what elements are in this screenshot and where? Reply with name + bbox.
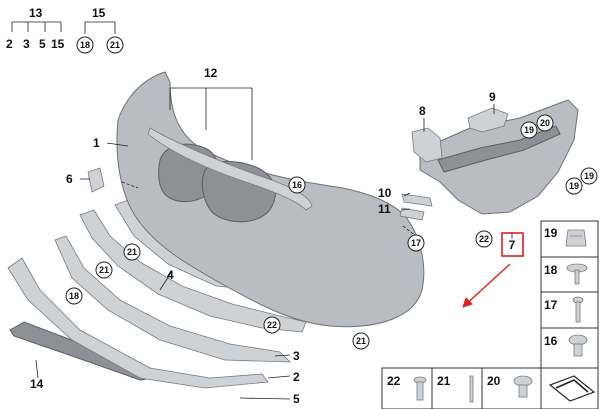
circled-callouts: 16 17 18 19 19 19 20 21 [65,114,598,350]
callout-19-circle: 19 [580,167,598,185]
hardware-20-label: 20 [487,374,501,388]
highlighted-callout-7: 7 [462,232,524,308]
callout-19-circle: 19 [520,121,538,139]
callout-3: 3 [293,349,300,363]
group-15-number: 15 [92,6,106,20]
callout-5: 5 [293,392,300,406]
group-15-member: 18 [80,40,90,50]
svg-text:19: 19 [524,125,534,135]
svg-text:19: 19 [569,181,579,191]
stud-icon [469,375,474,403]
catalog-symbol-stroke-icon [555,379,589,393]
callout-20-circle: 20 [536,114,554,132]
group-13-number: 13 [29,6,43,20]
clip-nut-icon [565,229,587,247]
group-13-member: 15 [51,37,65,51]
callout-18-circle: 18 [65,287,83,305]
callout-circle [106,36,124,54]
group-13-legend: 13 2 3 5 15 [6,6,65,51]
hardware-panel-column: 19 18 17 16 [540,220,599,370]
callout-17-circle: 17 [407,234,425,252]
grommet-icon [513,375,533,387]
hardware-17-label: 17 [544,298,558,312]
callout-circle [76,36,94,54]
group-13-member: 3 [23,37,30,51]
trim-strip-2 [54,235,291,363]
callout-7: 7 [509,238,516,252]
callout-11: 11 [378,202,391,216]
callout-22-circle: 22 [263,316,281,334]
bracket-9 [467,107,509,133]
screw-shank-icon [574,269,580,285]
callout-12: 12 [204,66,218,80]
bumper-upper-edge [147,127,313,211]
callout-10: 10 [378,186,392,200]
hardware-panel-row: 22 21 20 [381,367,599,409]
svg-text:21: 21 [127,247,137,257]
hardware-21-label: 21 [437,374,451,388]
hardware-16-label: 16 [544,334,558,348]
callout-6: 6 [66,172,73,186]
bracket-8 [411,127,443,163]
callout-21-circle: 21 [123,243,141,261]
expanding-rivet-icon [568,334,588,346]
callout-19-circle: 19 [565,177,583,195]
clip-6 [87,167,105,193]
bracket-11 [399,207,425,221]
callout-1: 1 [93,136,100,150]
push-pin-body-icon [416,381,424,401]
callout-21-circle: 21 [352,332,370,350]
svg-text:21: 21 [99,265,109,275]
trim-strip-5 [7,257,269,389]
group-15-member: 21 [110,40,120,50]
callout-9: 9 [489,90,496,104]
plain-callouts: 1 2 3 4 5 6 8 9 10 11 12 14 [30,66,496,406]
leader-lines [35,87,513,400]
bracket-10 [401,193,433,207]
callout-14: 14 [30,377,44,391]
callout-8: 8 [419,104,426,118]
svg-text:21: 21 [356,336,366,346]
svg-text:19: 19 [584,171,594,181]
group-15-legend: 15 18 21 [76,6,124,54]
svg-text:16: 16 [292,180,302,190]
catalog-symbol-icon [548,375,596,402]
group-13-member: 2 [6,37,13,51]
callout-4: 4 [167,268,174,282]
svg-text:22: 22 [267,320,277,330]
hardware-18-label: 18 [544,263,558,277]
svg-text:17: 17 [411,238,421,248]
expanding-rivet-body-icon [573,343,583,357]
group-13-member: 5 [39,37,46,51]
svg-text:20: 20 [540,118,550,128]
svg-text:22: 22 [479,234,489,244]
svg-text:18: 18 [69,291,79,301]
hardware-22-label: 22 [387,374,401,388]
callout-21-circle: 21 [95,261,113,279]
callout-22-circle: 22 [475,230,493,248]
callout-16-circle: 16 [288,176,306,194]
callout-2: 2 [293,370,300,384]
grommet-body-icon [518,384,528,398]
screw-shank-icon [575,301,581,323]
hardware-19-label: 19 [544,226,558,240]
